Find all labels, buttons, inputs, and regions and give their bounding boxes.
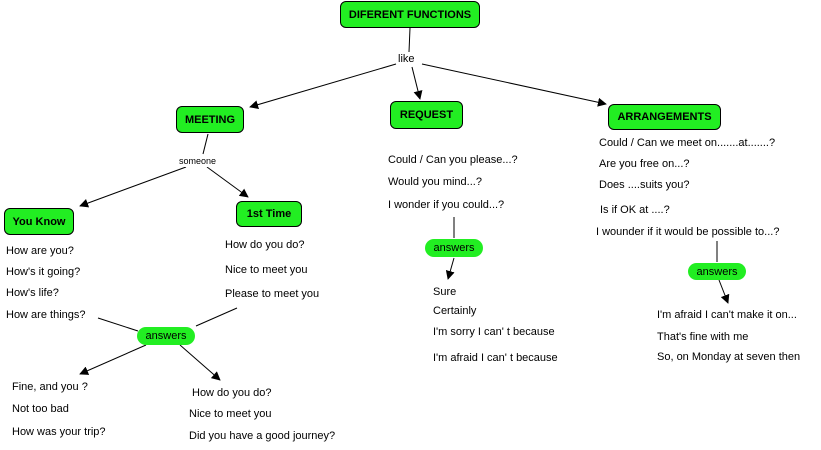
arrangements-phrase: I wounder if it would be possible to...?: [596, 226, 780, 238]
meeting-node: MEETING: [176, 106, 244, 133]
you-know-phrase: How are you?: [6, 245, 74, 257]
request-phrase: Could / Can you please...?: [388, 154, 518, 166]
arrangements-answer: That's fine with me: [657, 331, 749, 343]
you-know-phrase: How's life?: [6, 287, 59, 299]
request-phrase: Would you mind...?: [388, 176, 482, 188]
request-answer: I'm afraid I can' t because: [433, 352, 558, 364]
first-time-answer: Nice to meet you: [189, 408, 272, 420]
request-node: REQUEST: [390, 101, 463, 129]
arrangements-answer: So, on Monday at seven then: [657, 351, 801, 363]
connector-someone: someone: [178, 155, 218, 167]
you-know-answer: How was your trip?: [12, 426, 106, 438]
arrangements-answers-pill: answers: [688, 263, 746, 280]
arrangements-answer: I'm afraid I can't make it on...: [657, 309, 797, 321]
edge-someone-firsttime: [206, 166, 249, 198]
edge-meeting-someone: [202, 133, 209, 155]
arrangements-phrase: Are you free on...?: [599, 158, 690, 170]
edge-firsttime-answers: [195, 307, 238, 327]
first-time-phrase: Nice to meet you: [225, 264, 308, 276]
request-answer: Sure: [433, 286, 457, 298]
arrangements-phrase: Does ....suits you?: [599, 179, 690, 191]
you-know-answer: Not too bad: [12, 403, 69, 415]
request-phrase: I wonder if you could...?: [388, 199, 505, 211]
edge-like-request: [411, 66, 423, 100]
you-know-phrase: How's it going?: [6, 266, 81, 278]
root-node: DIFERENT FUNCTIONS: [340, 1, 480, 28]
request-answers-pill: answers: [425, 239, 483, 257]
edge-root-like: [408, 27, 411, 53]
edge-arrangements-answers-replies: [718, 279, 730, 304]
first-time-phrase: Please to meet you: [225, 288, 320, 300]
first-time-answer: Did you have a good journey?: [189, 430, 336, 442]
first-time-node: 1st Time: [236, 201, 302, 227]
you-know-node: You Know: [4, 208, 74, 235]
request-answer: I'm sorry I can' t because: [433, 326, 555, 338]
edge-request-answers-replies: [445, 257, 455, 280]
arrangements-phrase: Could / Can we meet on.......at.......?: [599, 137, 776, 149]
arrangements-phrase: Is if OK at ....?: [600, 204, 670, 216]
first-time-phrase: How do you do?: [225, 239, 305, 251]
you-know-phrase: How are things?: [6, 309, 86, 321]
edge-like-arrangements: [421, 63, 607, 107]
edge-answers-firsttime-replies: [179, 344, 221, 381]
first-time-answer: How do you do?: [192, 387, 272, 399]
edge-answers-youknow-replies: [79, 344, 147, 375]
meeting-answers-pill: answers: [137, 327, 195, 345]
edge-like-meeting: [249, 63, 397, 110]
edge-someone-youknow: [79, 166, 187, 208]
you-know-answer: Fine, and you ?: [12, 381, 88, 393]
connector-like: like: [397, 53, 416, 65]
edge-youknow-answers: [97, 317, 139, 332]
arrangements-node: ARRANGEMENTS: [608, 104, 721, 130]
request-answer: Certainly: [433, 305, 477, 317]
